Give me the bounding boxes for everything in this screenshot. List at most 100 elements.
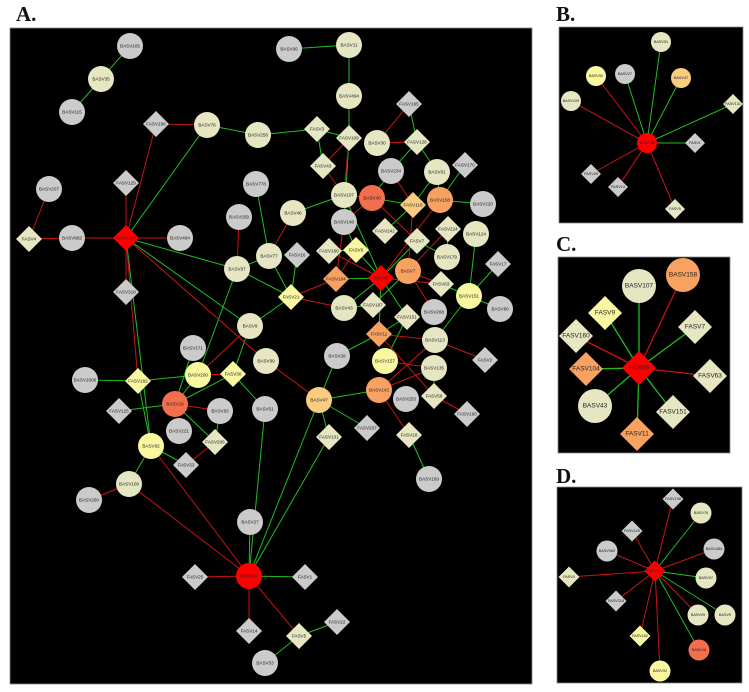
node-FASV1[interactable]: FASV1 — [685, 133, 705, 153]
node-FASV196[interactable]: FASV196 — [143, 111, 169, 137]
node-BASV220[interactable]: BASV220 — [470, 191, 496, 217]
node-BASV778[interactable]: BASV778 — [243, 171, 269, 197]
node-FASV206[interactable]: FASV206 — [202, 429, 228, 455]
node-FASV119[interactable]: FASV119 — [113, 225, 139, 251]
node-BASV92[interactable]: BASV92 — [586, 66, 606, 86]
node-BASV53[interactable]: BASV53 — [252, 650, 278, 676]
node-FASV9[interactable]: FASV9 — [588, 296, 622, 330]
node-BASV135[interactable]: BASV135 — [421, 355, 447, 381]
node-BASV69[interactable]: BASV69 — [236, 563, 262, 589]
node-BASV47[interactable]: BASV47 — [671, 68, 691, 88]
node-BASV97[interactable]: BASV97 — [224, 256, 250, 282]
node-FASV242[interactable]: FASV242 — [372, 218, 398, 244]
node-BASV18[interactable]: BASV18 — [162, 391, 188, 417]
node-FASV151[interactable]: FASV151 — [656, 395, 690, 429]
node-BASV66[interactable]: BASV66 — [276, 36, 302, 62]
node-BASV40[interactable]: BASV40 — [359, 185, 385, 211]
node-BASV109[interactable]: BASV109 — [561, 91, 581, 111]
node-BASV35[interactable]: BASV35 — [88, 66, 114, 92]
node-BASV484[interactable]: BASV484 — [167, 225, 193, 251]
node-BASV158[interactable]: BASV158 — [427, 187, 453, 213]
node-BASV179[interactable]: BASV179 — [434, 244, 460, 270]
node-BASV207[interactable]: BASV207 — [36, 176, 62, 202]
node-BASV124[interactable]: BASV124 — [463, 221, 489, 247]
node-FASV190[interactable]: FASV190 — [454, 401, 480, 427]
node-BASV99[interactable]: BASV99 — [687, 604, 709, 626]
node-FASV9[interactable]: FASV9 — [343, 237, 369, 263]
node-FASV58[interactable]: FASV58 — [421, 383, 447, 409]
node-FASV182[interactable]: FASV182 — [125, 368, 151, 394]
node-BASV77[interactable]: BASV77 — [256, 243, 282, 269]
node-BASV92[interactable]: BASV92 — [649, 660, 671, 682]
node-FASV4[interactable]: FASV4 — [16, 226, 42, 252]
node-BASV484[interactable]: BASV484 — [703, 538, 725, 560]
node-FASV195[interactable]: FASV195 — [396, 91, 422, 117]
node-BASV18[interactable]: BASV18 — [688, 639, 710, 661]
node-FASV5[interactable]: FASV5 — [665, 199, 685, 219]
node-FASV7[interactable]: FASV7 — [678, 310, 712, 344]
node-BASV51[interactable]: BASV51 — [252, 396, 278, 422]
node-FASV318[interactable]: FASV318 — [113, 279, 139, 305]
node-BASV7[interactable]: BASV7 — [395, 258, 421, 284]
node-FASV170[interactable]: FASV170 — [452, 152, 478, 178]
node-BASV982[interactable]: BASV982 — [59, 225, 85, 251]
node-FASV14[interactable]: FASV14 — [236, 618, 262, 644]
node-FASV160[interactable]: FASV160 — [559, 319, 593, 353]
node-FASV18[interactable]: FASV18 — [396, 422, 422, 448]
node-BASV258[interactable]: BASV258 — [245, 122, 271, 148]
node-FASV125[interactable]: FASV125 — [106, 398, 132, 424]
node-BASV982[interactable]: BASV982 — [596, 540, 618, 562]
node-BASV253[interactable]: BASV253 — [393, 386, 419, 412]
node-FASV104[interactable]: FASV104 — [323, 266, 349, 292]
node-FASV3[interactable]: FASV3 — [304, 116, 330, 142]
node-BASV27[interactable]: BASV27 — [237, 509, 263, 535]
node-FASV33[interactable]: FASV33 — [173, 452, 199, 478]
node-BASV46[interactable]: BASV46 — [280, 200, 306, 226]
node-BASV9[interactable]: BASV9 — [237, 313, 263, 339]
node-FASV16[interactable]: FASV16 — [284, 242, 310, 268]
node-FASV30[interactable]: FASV30 — [220, 361, 246, 387]
node-FASV109[interactable]: FASV109 — [336, 125, 362, 151]
node-BASV83[interactable]: BASV83 — [207, 398, 233, 424]
node-BASV76[interactable]: BASV76 — [690, 502, 712, 524]
node-FASV8[interactable]: FASV8 — [622, 351, 656, 385]
node-FASV63[interactable]: FASV63 — [693, 359, 727, 393]
node-BASV99[interactable]: BASV99 — [253, 348, 279, 374]
node-FASV196[interactable]: FASV196 — [662, 488, 684, 510]
node-BASV494[interactable]: BASV494 — [336, 83, 362, 109]
node-FASV22[interactable]: FASV22 — [324, 609, 350, 635]
node-FASV5[interactable]: FASV5 — [286, 623, 312, 649]
node-FASV25[interactable]: FASV25 — [182, 564, 208, 590]
node-FASV187[interactable]: FASV187 — [360, 292, 386, 318]
node-BASV76[interactable]: BASV76 — [194, 112, 220, 138]
node-FASV21[interactable]: FASV21 — [278, 284, 304, 310]
node-FASV11[interactable]: FASV11 — [366, 321, 392, 347]
node-FASV1[interactable]: FASV1 — [292, 564, 318, 590]
node-BASV9[interactable]: BASV9 — [714, 604, 736, 626]
node-FASV318[interactable]: FASV318 — [605, 590, 627, 612]
node-BASV143[interactable]: BASV143 — [366, 377, 392, 403]
node-BASV30[interactable]: BASV30 — [364, 130, 390, 156]
node-BASV221[interactable]: BASV221 — [166, 418, 192, 444]
node-FASV131[interactable]: FASV131 — [316, 424, 342, 450]
node-FASV129[interactable]: FASV129 — [621, 520, 643, 542]
node-FASV104[interactable]: FASV104 — [569, 352, 603, 386]
node-BASV105[interactable]: BASV105 — [117, 33, 143, 59]
node-BASV107[interactable]: BASV107 — [622, 269, 656, 303]
node-FASV14[interactable]: FASV14 — [608, 177, 628, 197]
node-BASV109[interactable]: BASV109 — [116, 471, 142, 497]
node-BASV189[interactable]: BASV189 — [416, 466, 442, 492]
node-BASV11[interactable]: BASV11 — [336, 32, 362, 58]
node-FASV131[interactable]: FASV131 — [723, 94, 743, 114]
node-FASV63[interactable]: FASV63 — [428, 271, 454, 297]
node-FASV257[interactable]: FASV257 — [354, 415, 380, 441]
node-BASV97[interactable]: BASV97 — [695, 567, 717, 589]
node-BASV69[interactable]: BASV69 — [637, 133, 657, 153]
node-BASV200[interactable]: BASV200 — [185, 362, 211, 388]
node-FASV224[interactable]: FASV224 — [435, 216, 461, 242]
node-BASV27[interactable]: BASV27 — [615, 64, 635, 84]
node-BASV43[interactable]: BASV43 — [578, 389, 612, 423]
node-BASV260[interactable]: BASV260 — [76, 487, 102, 513]
node-FASV2[interactable]: FASV2 — [472, 347, 498, 373]
node-FASV4[interactable]: FASV4 — [558, 566, 580, 588]
